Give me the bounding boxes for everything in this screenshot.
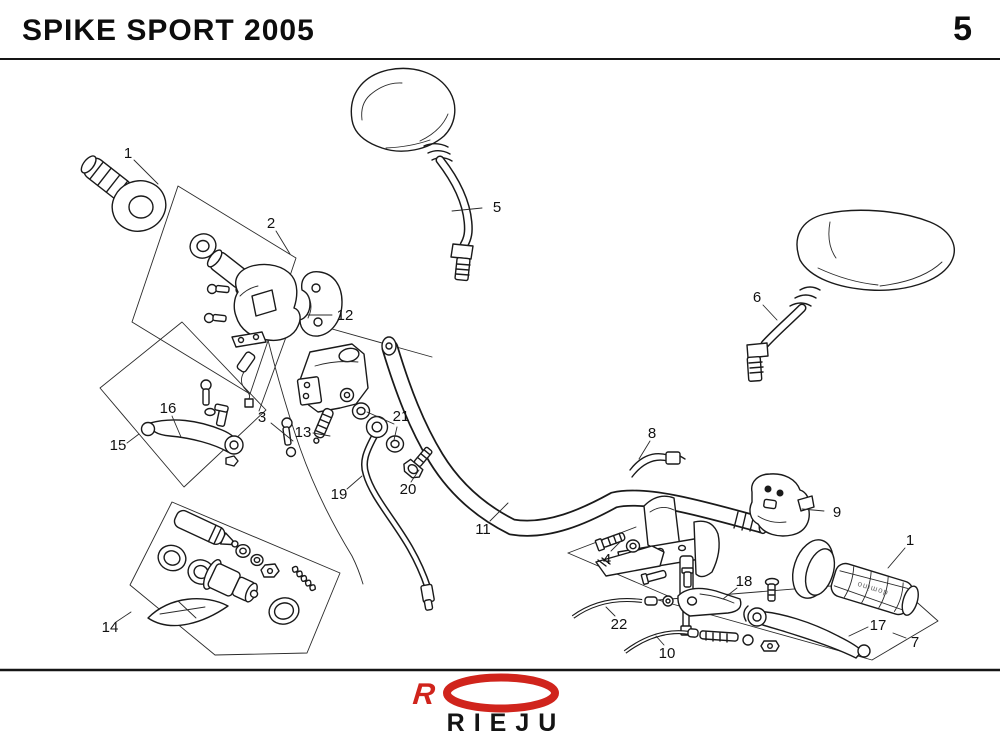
part-callout-4: 4 [603,551,611,568]
part-callout-13: 13 [295,424,312,441]
banjo-washers-21 [351,402,405,453]
left-mirror-5 [350,67,474,282]
part-callout-17: 17 [870,617,887,634]
group-outline-part14 [129,501,341,656]
wire-clip-8 [629,451,686,478]
group-outline-part15 [99,321,267,488]
part-callout-9: 9 [833,504,841,521]
part-callout-15: 15 [110,437,127,454]
right-mirror-6 [746,209,955,382]
page-header: SPIKE SPORT 2005 5 [0,0,1000,60]
handlebar-tube-11 [381,336,771,537]
rieju-logo-letter: R [411,678,436,711]
part-callout-16: 16 [160,400,177,417]
right-switch-housing-9 [749,473,815,537]
part-callout-12: 12 [337,307,354,324]
part-callout-5: 5 [493,199,501,216]
rieju-logo: R RIEJU [411,673,566,734]
master-cylinder-repair-kit-14 [147,509,316,627]
part-callouts: 1 2 5 6 12 16 3 13 15 21 19 20 11 8 9 4 … [102,145,920,662]
part-callout-11: 11 [475,521,491,538]
rieju-logo-ellipse [443,673,559,713]
part-callout-10: 10 [659,645,676,662]
part-callout-6: 6 [753,289,761,306]
left-switch-housing [203,263,343,348]
part-callout-1-right: 1 [906,532,914,549]
brake-hose-19 [360,433,435,611]
part-callout-14: 14 [102,619,119,636]
master-cylinder [296,343,369,413]
rieju-logo-wordmark: RIEJU [447,709,566,734]
part-callout-3: 3 [258,409,266,426]
part-callout-20: 20 [400,481,417,498]
clamp-screw-4 [594,532,667,585]
cable-22 [571,595,674,619]
left-brake-lever-group [140,379,244,467]
part-callout-8: 8 [648,425,656,442]
part-callout-19: 19 [331,486,348,503]
throttle-cable-3 [265,331,364,585]
banjo-bolt-20 [403,446,433,479]
part-callout-22: 22 [611,616,628,633]
right-brake-lever-group [743,577,871,659]
part-callout-1-left: 1 [124,145,132,162]
page-title: SPIKE SPORT 2005 [22,14,315,47]
left-grip-drawing [80,155,167,232]
callout-leader-lines [115,159,907,646]
brake-light-switch [236,351,297,458]
page-number: 5 [953,10,972,48]
group-outline-part2 [131,185,297,395]
part-callout-7: 7 [911,634,919,651]
cable-10 [623,628,754,654]
part-callout-18: 18 [736,573,753,590]
part-callout-2: 2 [267,215,275,232]
cable-guide-18 [677,567,742,617]
right-grip-drawing: domino [791,539,919,616]
lever-pivot-pin-13 [313,407,334,444]
part-callout-21: 21 [393,408,410,425]
